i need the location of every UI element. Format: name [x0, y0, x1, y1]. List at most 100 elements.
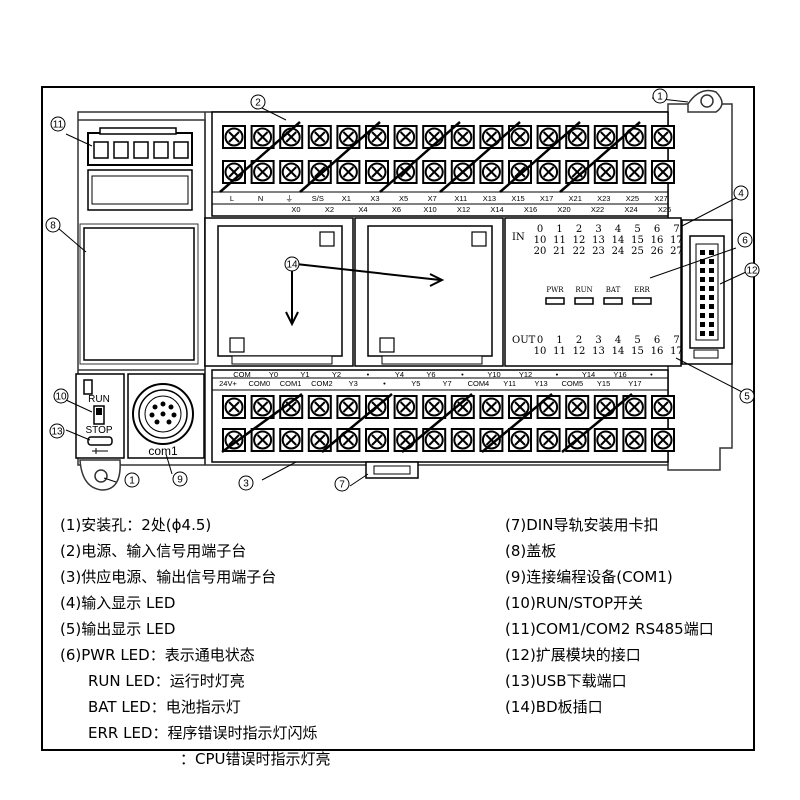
out-led-number: 2: [576, 335, 582, 346]
terminal-screw[interactable]: [222, 395, 246, 419]
terminal-label: ⏚: [285, 194, 293, 203]
terminal-screw[interactable]: [307, 125, 332, 149]
terminal-screw[interactable]: [651, 125, 675, 149]
in-led-number: 21: [553, 246, 566, 257]
terminal-label: S/S: [312, 194, 324, 203]
in-led-number: 3: [595, 224, 601, 235]
terminal-label: Y1: [300, 370, 309, 379]
terminal-label: •: [650, 370, 653, 379]
terminal-screw[interactable]: [365, 160, 389, 184]
terminal-screw[interactable]: [336, 125, 361, 149]
terminal-screw[interactable]: [565, 125, 590, 149]
terminal-screw[interactable]: [622, 428, 647, 452]
terminal-screw[interactable]: [250, 160, 275, 184]
terminal-label: Y5: [411, 379, 420, 388]
expansion-connector: [681, 219, 733, 365]
terminal-screw[interactable]: [450, 428, 475, 452]
terminal-screw[interactable]: [479, 395, 504, 419]
terminal-label: •: [383, 379, 386, 388]
callout-circle: [50, 116, 66, 132]
terminal-screw[interactable]: [393, 395, 418, 419]
legend-item-11: (11)COM1/COM2 RS485端口: [505, 620, 714, 638]
terminal-screw[interactable]: [422, 160, 447, 184]
terminal-label: X26: [658, 205, 671, 214]
terminal-screw[interactable]: [250, 395, 275, 419]
terminal-label: X23: [597, 194, 610, 203]
terminal-label: X27: [654, 194, 667, 203]
terminal-screw[interactable]: [336, 395, 361, 419]
terminal-screw[interactable]: [651, 428, 675, 452]
terminal-screw[interactable]: [536, 428, 561, 452]
legend-item-13: (13)USB下载端口: [505, 672, 627, 690]
switch-stop-label: STOP: [85, 425, 112, 436]
terminal-label: 24V+: [219, 379, 237, 388]
usb-icon: [92, 448, 108, 454]
expansion-pin: [709, 313, 714, 318]
terminal-screw[interactable]: [565, 160, 590, 184]
terminal-screw[interactable]: [479, 125, 504, 149]
terminal-screw[interactable]: [593, 160, 618, 184]
terminal-screw[interactable]: [336, 428, 361, 452]
terminal-screw[interactable]: [593, 428, 618, 452]
terminal-label: X12: [457, 205, 470, 214]
terminal-screw[interactable]: [479, 428, 504, 452]
terminal-screw[interactable]: [307, 160, 332, 184]
legend-item-10: (10)RUN/STOP开关: [505, 594, 644, 612]
out-led-number: 6: [654, 335, 660, 346]
terminal-screw[interactable]: [508, 428, 532, 452]
terminal-screw[interactable]: [365, 125, 389, 149]
terminal-label: N: [258, 194, 263, 203]
status-led-label: BAT: [606, 286, 621, 294]
terminal-screw[interactable]: [651, 160, 675, 184]
terminal-screw[interactable]: [279, 428, 304, 452]
terminal-screw[interactable]: [651, 395, 675, 419]
out-led-number: 10: [534, 346, 547, 357]
terminal-label: X14: [490, 205, 503, 214]
terminal-screw[interactable]: [622, 160, 647, 184]
callout-number: 11: [53, 120, 64, 131]
in-led-number: 22: [573, 246, 586, 257]
terminal-screw[interactable]: [393, 125, 418, 149]
legend-item-6: (6)PWR LED：表示通电状态: [60, 646, 255, 664]
expansion-pin: [700, 250, 705, 255]
terminal-screw[interactable]: [250, 125, 275, 149]
terminal-screw[interactable]: [622, 125, 647, 149]
in-led-number: 26: [651, 246, 664, 257]
terminal-screw[interactable]: [422, 395, 447, 419]
terminal-screw[interactable]: [365, 428, 389, 452]
terminal-screw[interactable]: [536, 395, 561, 419]
terminal-screw[interactable]: [536, 125, 561, 149]
terminal-screw[interactable]: [450, 125, 475, 149]
com1-port: com1: [127, 373, 205, 459]
terminal-label: •: [367, 370, 370, 379]
din-clip: [365, 461, 419, 479]
terminal-label: X21: [569, 194, 582, 203]
bd-arrows: [285, 263, 445, 327]
callout-number: 3: [243, 479, 249, 490]
expansion-pin: [709, 259, 714, 264]
expansion-pin: [700, 331, 705, 336]
terminal-screw[interactable]: [279, 160, 304, 184]
terminal-label: COM2: [311, 379, 333, 388]
terminal-screw[interactable]: [565, 395, 590, 419]
terminal-label: X17: [540, 194, 553, 203]
run-stop-area: RUN STOP: [75, 373, 125, 459]
terminal-screw[interactable]: [222, 125, 246, 149]
expansion-pin: [709, 304, 714, 309]
status-led: [603, 297, 623, 305]
terminal-screw[interactable]: [307, 395, 332, 419]
callout-circle: [744, 262, 760, 278]
terminal-screw[interactable]: [336, 160, 361, 184]
terminal-screw[interactable]: [479, 160, 504, 184]
terminal-label: COM0: [248, 379, 270, 388]
in-led-number: 0: [537, 224, 543, 235]
terminal-screw[interactable]: [536, 160, 561, 184]
callout-number: 1: [657, 92, 663, 103]
terminal-screw[interactable]: [250, 428, 275, 452]
terminal-label: Y11: [503, 379, 516, 388]
legend-item-3: (3)供应电源、输出信号用端子台: [60, 568, 277, 586]
out-led-number: 7: [673, 335, 679, 346]
usb-port[interactable]: [87, 436, 113, 446]
expansion-pin: [700, 286, 705, 291]
